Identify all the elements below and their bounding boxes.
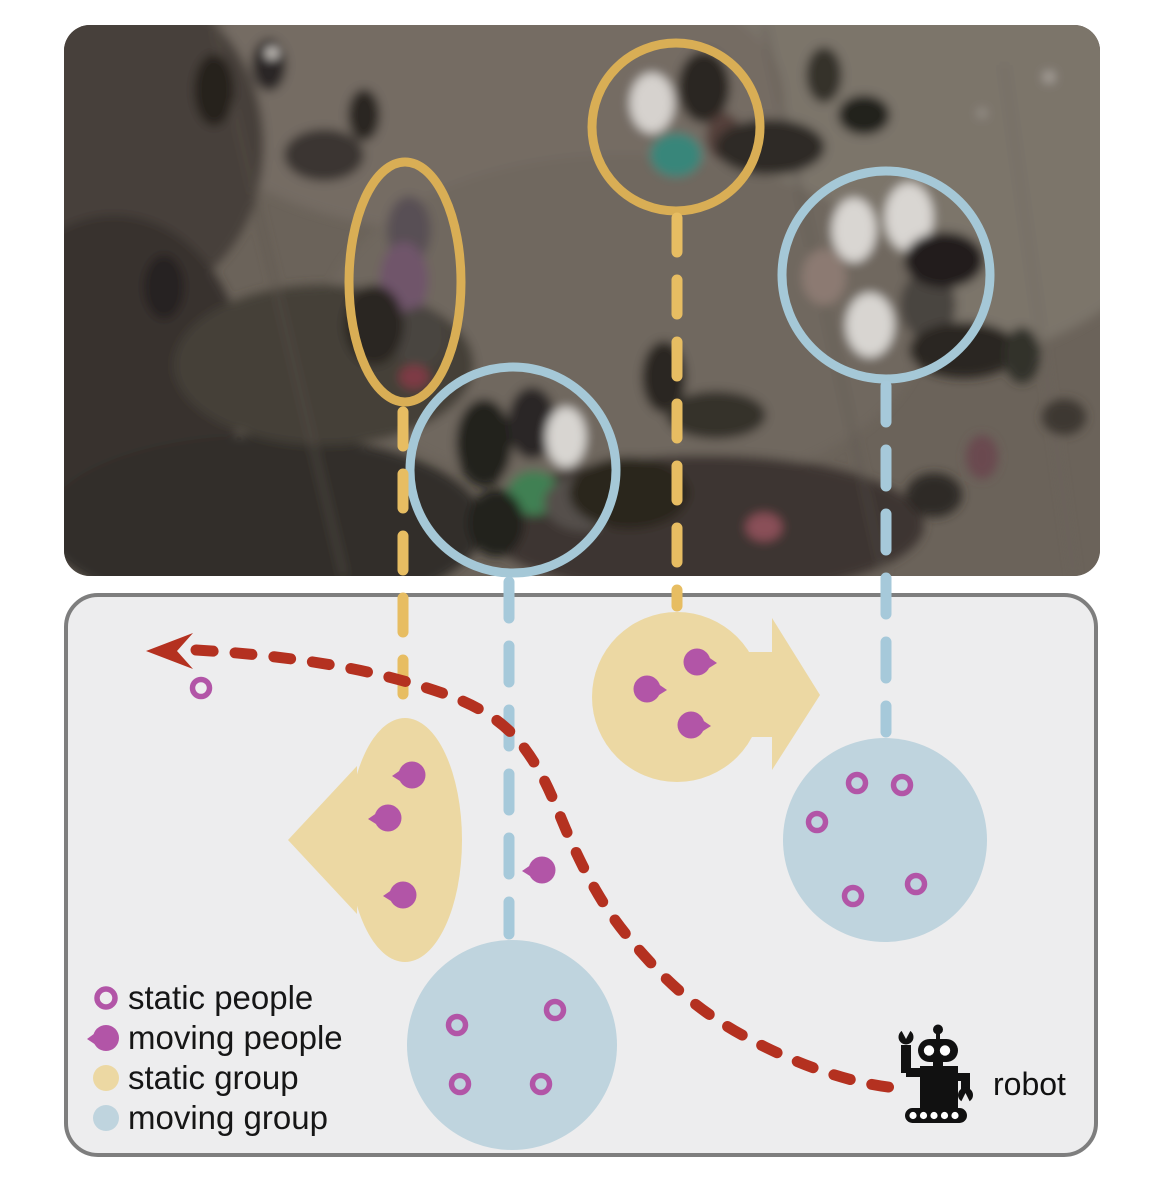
legend-label: static people: [128, 979, 314, 1016]
legend-item-moving-people: moving people: [86, 1018, 343, 1058]
static-people-marker-icon: [94, 986, 118, 1010]
crowd-photo: [64, 25, 1100, 576]
moving-group-marker-icon: [93, 1105, 119, 1131]
legend-label: moving people: [128, 1019, 343, 1056]
static-group-marker-icon: [93, 1065, 119, 1091]
moving-people-marker-icon: [87, 1025, 119, 1051]
legend-item-static-people: static people: [86, 978, 343, 1018]
legend-item-static-group: static group: [86, 1058, 343, 1098]
legend-label: moving group: [128, 1099, 328, 1136]
crowd-photo-art: [64, 25, 1100, 576]
legend-item-moving-group: moving group: [86, 1098, 343, 1138]
robot-label: robot: [993, 1066, 1066, 1102]
legend-label: static group: [128, 1059, 299, 1096]
legend: static people moving people static group…: [86, 978, 343, 1138]
